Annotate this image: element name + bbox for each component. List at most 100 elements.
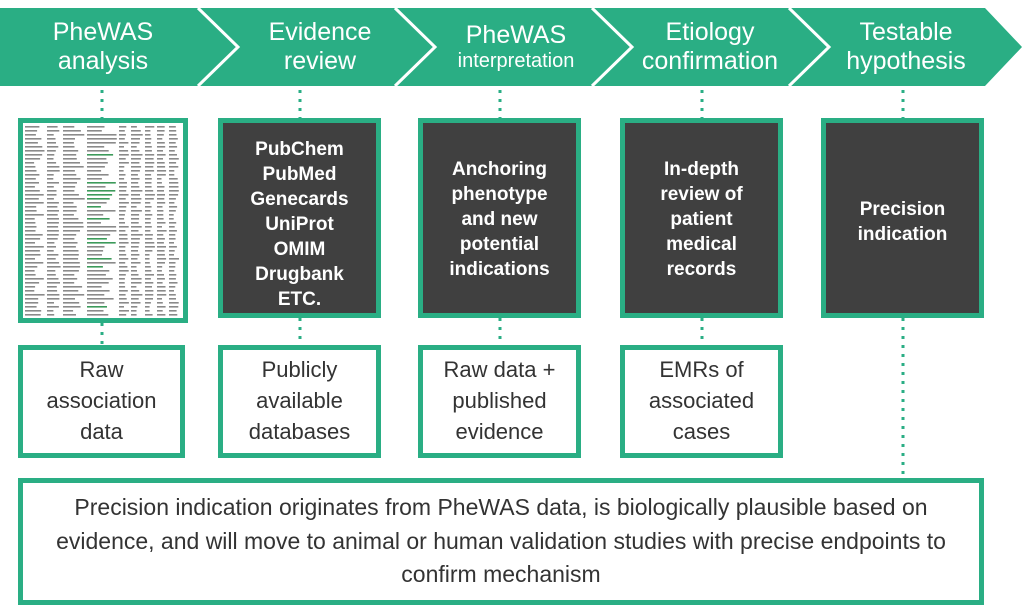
table-cell-mark: [145, 174, 152, 176]
table-cell-mark: [63, 286, 83, 288]
table-cell-mark: [119, 282, 125, 284]
table-cell-mark: [63, 302, 80, 304]
table-cell-mark: [157, 266, 163, 268]
table-cell-mark: [47, 226, 59, 228]
table-cell-mark: [145, 222, 151, 224]
table-cell-mark: [145, 186, 152, 188]
table-cell-mark: [131, 230, 139, 232]
table-cell-mark: [47, 222, 59, 224]
table-cell-mark: [25, 190, 40, 192]
table-cell-mark: [119, 226, 129, 228]
table-cell-mark: [63, 138, 75, 140]
table-cell-mark: [169, 302, 179, 304]
table-cell-mark: [131, 254, 140, 256]
table-cell-mark: [157, 178, 162, 180]
table-cell-mark: [131, 290, 140, 292]
table-cell-mark: [25, 142, 38, 144]
chevron-stage-5: [789, 8, 1022, 86]
table-cell-mark: [169, 202, 175, 204]
table-cell-mark: [47, 274, 56, 276]
table-cell-mark: [87, 170, 102, 172]
chevron-stage-2: [198, 8, 435, 86]
table-cell-mark: [169, 198, 176, 200]
table-cell-mark: [63, 250, 79, 252]
table-cell-mark: [25, 266, 38, 268]
table-cell-mark: [131, 134, 143, 136]
table-cell-mark: [47, 234, 59, 236]
table-cell-mark: [63, 222, 84, 224]
table-cell-mark: [119, 310, 129, 312]
table-cell-mark: [157, 302, 163, 304]
table-cell-mark: [119, 126, 127, 128]
source-box-emrs: EMRs of associated cases: [620, 345, 783, 458]
table-cell-mark: [169, 210, 176, 212]
table-cell-mark: [131, 294, 143, 296]
table-cell-mark: [169, 298, 176, 300]
table-cell-mark: [169, 158, 179, 160]
table-cell-mark: [25, 282, 40, 284]
table-cell-mark: [131, 246, 139, 248]
table-cell-mark: [87, 282, 109, 284]
table-cell-mark: [145, 218, 151, 220]
table-cell-mark: [63, 262, 80, 264]
table-cell-mark: [145, 246, 155, 248]
table-cell-mark: [63, 226, 84, 228]
table-cell-mark: [119, 298, 127, 300]
table-cell-mark: [119, 246, 126, 248]
table-cell-mark: [169, 310, 177, 312]
table-cell-mark: [169, 166, 179, 168]
table-cell-mark: [63, 190, 75, 192]
table-cell-mark: [47, 158, 54, 160]
table-cell-mark: [63, 166, 84, 168]
table-cell-mark: [25, 310, 42, 312]
table-cell-mark: [87, 254, 102, 256]
table-cell-mark: [47, 246, 56, 248]
table-cell-mark: [145, 210, 151, 212]
table-cell-mark: [25, 274, 36, 276]
table-cell-mark: [47, 230, 59, 232]
table-cell-mark: [145, 258, 150, 260]
table-cell-mark: [87, 286, 102, 288]
table-cell-mark: [145, 142, 151, 144]
table-cell-mark: [145, 282, 154, 284]
table-cell-mark: [145, 266, 151, 268]
table-cell-mark: [169, 250, 175, 252]
table-cell-mark: [119, 254, 127, 256]
table-cell-mark: [47, 154, 55, 156]
table-cell-mark: [87, 178, 102, 180]
table-cell-mark: [87, 126, 105, 128]
table-cell-mark: [157, 130, 165, 132]
table-cell-mark: [63, 298, 75, 300]
table-cell-mark: [87, 246, 105, 248]
table-cell-mark: [145, 162, 155, 164]
table-cell-mark: [47, 258, 56, 260]
table-cell-mark: [47, 206, 58, 208]
table-cell-mark: [63, 170, 75, 172]
table-cell-mark: [25, 270, 35, 272]
table-cell-mark: [87, 274, 106, 276]
table-cell-mark: [87, 130, 102, 132]
table-cell-mark: [119, 186, 127, 188]
table-cell-mark: [87, 314, 109, 316]
table-cell-mark: [157, 146, 166, 148]
table-cell-mark: [169, 182, 179, 184]
table-cell-mark: [47, 186, 54, 188]
table-cell-mark: [25, 250, 40, 252]
table-cell-mark: [25, 170, 37, 172]
table-cell-mark: [157, 142, 165, 144]
table-cell-mark: [119, 290, 128, 292]
table-cell-mark: [119, 138, 125, 140]
table-cell-mark: [63, 154, 77, 156]
chevron-stage-1: [0, 8, 238, 86]
table-cell-mark: [47, 218, 59, 220]
table-cell-mark: [87, 226, 117, 228]
table-cell-mark: [47, 254, 59, 256]
table-cell-mark: [131, 170, 140, 172]
table-cell-mark: [25, 218, 35, 220]
table-cell-mark: [145, 214, 153, 216]
table-cell-mark: [63, 294, 85, 296]
table-cell-mark: [87, 202, 107, 204]
table-cell-mark: [119, 130, 125, 132]
table-cell-mark: [87, 266, 103, 268]
